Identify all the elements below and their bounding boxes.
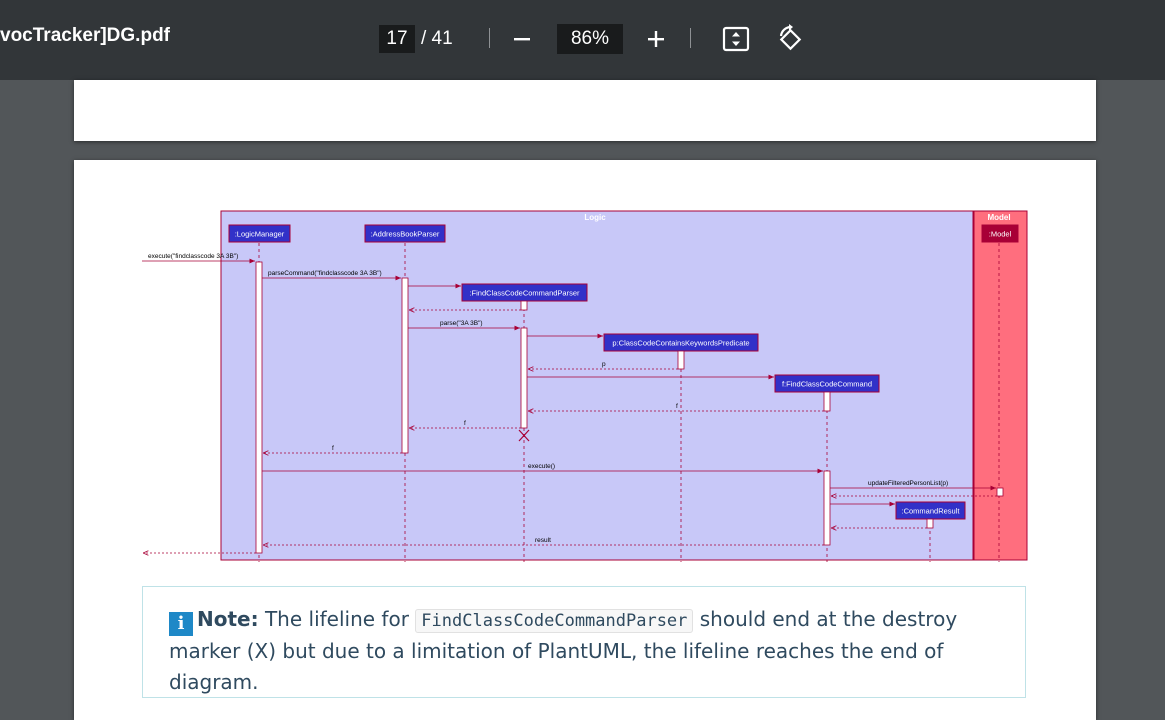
model-frame-label: Model: [987, 213, 1010, 222]
zoom-level-input[interactable]: 86%: [557, 24, 623, 54]
svg-text::CommandResult: :CommandResult: [902, 507, 961, 516]
fit-page-icon: [722, 26, 750, 52]
participant-address-book-parser: :AddressBookParser: [364, 224, 446, 243]
svg-text::Model: :Model: [989, 230, 1012, 239]
msg-parse-command: parseCommand("findclasscode 3A 3B"): [268, 270, 382, 277]
toolbar-divider: [690, 28, 691, 48]
destroy-marker: [518, 429, 530, 442]
msg-return-f-parser: f: [464, 420, 466, 427]
msg-return-f-abp: f: [332, 445, 334, 452]
info-icon: i: [169, 612, 193, 636]
note-text-before: The lifeline for: [258, 607, 416, 631]
note-text-after: should end at the destroy marker (X) but…: [169, 607, 958, 694]
zoom-out-button[interactable]: [505, 22, 539, 56]
logic-frame-label: Logic: [584, 213, 606, 222]
participant-find-class-code-command: f:FindClassCodeCommand: [774, 374, 880, 393]
msg-return-f-command: f: [676, 403, 678, 410]
msg-execute-call: execute("findclasscode 3A 3B"): [148, 253, 238, 260]
fit-page-button[interactable]: [719, 22, 753, 56]
zoom-in-button[interactable]: [639, 22, 673, 56]
participant-command-result: :CommandResult: [895, 501, 966, 520]
msg-parse: parse("3A 3B"): [440, 320, 483, 327]
svg-text:p:ClassCodeContainsKeywordsPre: p:ClassCodeContainsKeywordsPredicate: [612, 339, 749, 348]
document-title: vocTracker]DG.pdf: [0, 25, 170, 46]
svg-text::LogicManager: :LogicManager: [235, 230, 285, 239]
messages: [142, 258, 997, 553]
participant-predicate: p:ClassCodeContainsKeywordsPredicate: [603, 333, 759, 352]
rotate-icon: [779, 24, 802, 51]
pdf-page-16: [74, 80, 1096, 141]
svg-text::FindClassCodeCommandParser: :FindClassCodeCommandParser: [469, 289, 580, 298]
msg-return-p: p: [602, 361, 606, 368]
svg-text:f:FindClassCodeCommand: f:FindClassCodeCommand: [782, 380, 872, 389]
rotate-button[interactable]: [773, 22, 807, 56]
toolbar-divider: [489, 28, 490, 48]
participant-find-class-code-command-parser: :FindClassCodeCommandParser: [461, 283, 588, 302]
pdf-toolbar: vocTracker]DG.pdf 17 / 41 86%: [0, 0, 1165, 80]
msg-update-filtered: updateFilteredPersonList(p): [868, 480, 948, 487]
page-number-input[interactable]: 17: [379, 25, 415, 53]
note-label: Note:: [197, 607, 259, 631]
model-frame: [973, 210, 1028, 561]
zoom-in-icon: [648, 31, 664, 47]
msg-result: result: [535, 537, 551, 544]
msg-execute: execute(): [528, 463, 555, 470]
participant-model: :Model: [981, 224, 1019, 243]
page-total: / 41: [421, 28, 453, 49]
activation-bars: [255, 261, 1004, 554]
svg-text::AddressBookParser: :AddressBookParser: [371, 230, 440, 239]
participant-logic-manager: :LogicManager: [228, 224, 291, 243]
zoom-out-icon: [514, 38, 530, 41]
note-code: FindClassCodeCommandParser: [415, 609, 694, 633]
